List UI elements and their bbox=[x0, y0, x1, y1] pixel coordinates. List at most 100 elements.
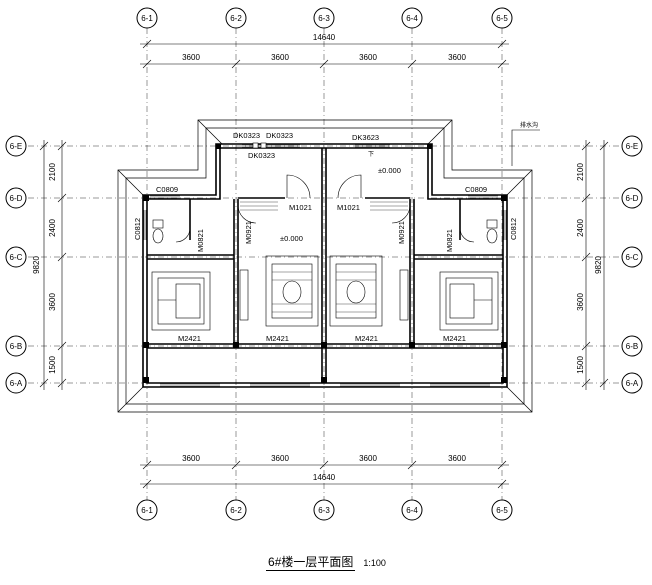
axis-label: 6-A bbox=[10, 379, 23, 388]
dimension-segment: 1500 bbox=[48, 356, 57, 374]
axis-label: 6-D bbox=[626, 194, 639, 203]
level-mark: ±0.000 bbox=[378, 166, 401, 175]
cabinets bbox=[239, 269, 409, 321]
window-tag: DK0323 bbox=[233, 131, 260, 140]
dimension-bay: 3600 bbox=[271, 454, 289, 463]
dimension-overall-left: 9820 bbox=[32, 256, 41, 274]
window-markers bbox=[252, 142, 267, 149]
axis-label: 6-C bbox=[626, 253, 639, 262]
dimension-segment: 2100 bbox=[576, 163, 585, 181]
left-axis-bubbles: 6-E 6-D 6-C 6-B 6-A bbox=[5, 135, 27, 394]
bottom-axis-bubbles: 6-1 6-2 6-3 6-4 6-5 bbox=[136, 499, 513, 521]
door-tag: M1021 bbox=[289, 203, 312, 212]
dimension-bay: 3600 bbox=[359, 53, 377, 62]
door-tag: M0821 bbox=[445, 229, 454, 252]
dimension-overall-bottom: 14640 bbox=[313, 473, 336, 482]
right-axis-bubbles: 6-E 6-D 6-C 6-B 6-A bbox=[621, 135, 643, 394]
axis-bubble-right-6-C: 6-C bbox=[621, 246, 643, 268]
grid-lines bbox=[28, 28, 622, 500]
axis-bubble-bottom-6-2: 6-2 bbox=[225, 499, 247, 521]
door-tag: M0921 bbox=[244, 221, 253, 244]
axis-bubble-left-6-A: 6-A bbox=[5, 372, 27, 394]
dimension-segment: 1500 bbox=[576, 356, 585, 374]
window-tag: C0812 bbox=[133, 218, 142, 240]
door-tag: M2421 bbox=[355, 334, 378, 343]
dimension-bay: 3600 bbox=[448, 454, 466, 463]
window-tag: C0809 bbox=[465, 185, 487, 194]
dimension-segment: 2100 bbox=[48, 163, 57, 181]
door-swings bbox=[175, 174, 475, 243]
axis-bubble-bottom-6-5: 6-5 bbox=[491, 499, 513, 521]
roof-outline bbox=[117, 119, 533, 413]
drawing-scale: 1:100 bbox=[363, 558, 386, 568]
toilet-left bbox=[152, 219, 164, 244]
axis-label: 6-E bbox=[626, 142, 638, 151]
axis-label: 6-3 bbox=[318, 14, 330, 23]
down-mark: 下 bbox=[368, 151, 374, 158]
axis-bubble-right-6-A: 6-A bbox=[621, 372, 643, 394]
axis-bubble-top-6-5: 6-5 bbox=[491, 7, 513, 29]
door-tag: M1021 bbox=[337, 203, 360, 212]
axis-bubble-left-6-E: 6-E bbox=[5, 135, 27, 157]
axis-label: 6-A bbox=[626, 379, 639, 388]
axis-label: 6-2 bbox=[230, 506, 242, 515]
axis-label: 6-4 bbox=[406, 14, 418, 23]
axis-label: 6-C bbox=[10, 253, 23, 262]
dining-table-right bbox=[329, 255, 383, 327]
axis-bubble-top-6-1: 6-1 bbox=[136, 7, 158, 29]
dimension-bay: 3600 bbox=[182, 53, 200, 62]
dimension-bay: 3600 bbox=[359, 454, 377, 463]
dining-table-left bbox=[265, 255, 319, 327]
axis-bubble-top-6-3: 6-3 bbox=[313, 7, 335, 29]
drain-leader bbox=[511, 129, 540, 166]
dimension-bay: 3600 bbox=[448, 53, 466, 62]
right-dimensions: 2100 2400 3600 1500 9820 bbox=[576, 140, 609, 390]
dimension-overall-right: 9820 bbox=[594, 256, 603, 274]
walls bbox=[142, 143, 508, 388]
dimension-segment: 2400 bbox=[48, 219, 57, 237]
axis-bubble-top-6-2: 6-2 bbox=[225, 7, 247, 29]
axis-label: 6-B bbox=[626, 342, 638, 351]
stair-landings bbox=[240, 201, 408, 211]
axis-bubble-right-6-B: 6-B bbox=[621, 335, 643, 357]
axis-label: 6-4 bbox=[406, 506, 418, 515]
drawing-title-block: 6#楼一层平面图 1:100 bbox=[0, 553, 652, 571]
window-tag: C0809 bbox=[156, 185, 178, 194]
dimension-segment: 2400 bbox=[576, 219, 585, 237]
axis-label: 6-2 bbox=[230, 14, 242, 23]
dimension-overall-top: 14640 bbox=[313, 33, 336, 42]
axis-bubble-left-6-C: 6-C bbox=[5, 246, 27, 268]
door-tag: M2421 bbox=[266, 334, 289, 343]
windows bbox=[143, 144, 507, 387]
bed-left bbox=[151, 271, 211, 331]
top-axis-bubbles: 6-1 6-2 6-3 6-4 6-5 bbox=[136, 7, 513, 29]
axis-bubble-right-6-D: 6-D bbox=[621, 187, 643, 209]
axis-label: 6-D bbox=[10, 194, 23, 203]
axis-bubble-bottom-6-3: 6-3 bbox=[313, 499, 335, 521]
axis-bubble-top-6-4: 6-4 bbox=[401, 7, 423, 29]
axis-label: 6-B bbox=[10, 342, 22, 351]
door-tag: M0921 bbox=[397, 221, 406, 244]
axis-bubble-bottom-6-1: 6-1 bbox=[136, 499, 158, 521]
axis-label: 6-E bbox=[10, 142, 22, 151]
left-dimensions: 2100 2400 3600 1500 9820 bbox=[32, 140, 67, 390]
axis-label: 6-5 bbox=[496, 14, 508, 23]
axis-bubble-left-6-D: 6-D bbox=[5, 187, 27, 209]
level-mark: ±0.000 bbox=[280, 234, 303, 243]
bottom-dimensions: 3600 3600 3600 3600 14640 bbox=[140, 454, 509, 489]
drawing-title: 6#楼一层平面图 bbox=[266, 555, 356, 571]
axis-label: 6-1 bbox=[141, 14, 153, 23]
room-labels: DK0323 DK0323 DK0323 DK3623 下 ±0.000 ±0.… bbox=[133, 131, 518, 343]
dimension-segment: 3600 bbox=[576, 293, 585, 311]
axis-label: 6-3 bbox=[318, 506, 330, 515]
dimension-bay: 3600 bbox=[271, 53, 289, 62]
window-tag: C0812 bbox=[509, 218, 518, 240]
bed-right bbox=[439, 271, 499, 331]
axis-bubble-bottom-6-4: 6-4 bbox=[401, 499, 423, 521]
door-tag: M2421 bbox=[443, 334, 466, 343]
door-tag: M0821 bbox=[196, 229, 205, 252]
toilet-right bbox=[486, 219, 498, 244]
axis-bubble-left-6-B: 6-B bbox=[5, 335, 27, 357]
axis-label: 6-5 bbox=[496, 506, 508, 515]
